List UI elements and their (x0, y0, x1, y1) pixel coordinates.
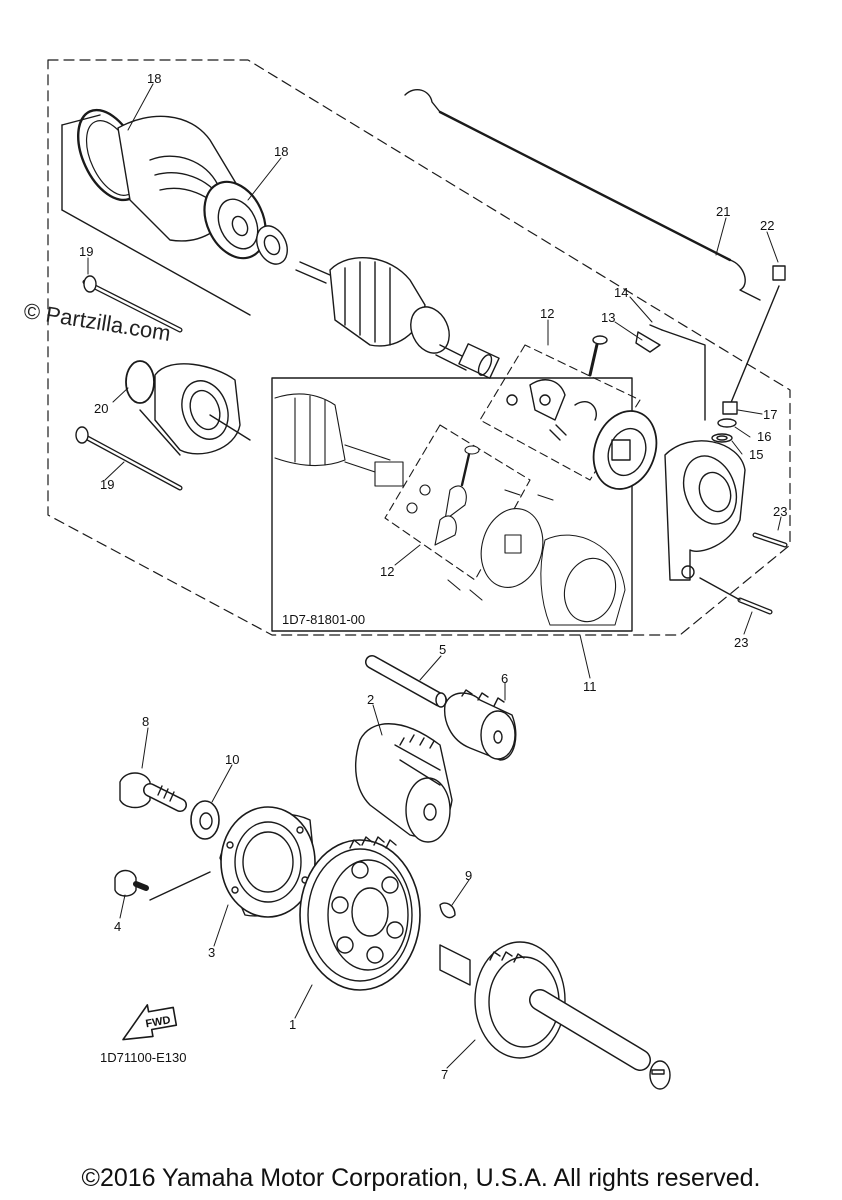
bolt-8-washer-10 (119, 772, 220, 840)
fwd-arrow: FWD (122, 1004, 178, 1041)
copyright-notice: ©2016 Yamaha Motor Corporation, U.S.A. A… (81, 1164, 761, 1192)
rod-and-nut (404, 88, 786, 406)
callout-18a: 18 (147, 71, 162, 86)
callout-21: 21 (716, 204, 731, 219)
callout-10: 10 (225, 752, 240, 767)
inset-part-code: 1D7-81801-00 (282, 612, 366, 627)
callout-23a: 23 (773, 504, 788, 519)
end-cover-group (75, 275, 251, 491)
callout-5: 5 (439, 642, 447, 657)
callout-1: 1 (289, 1017, 297, 1032)
callout-4: 4 (114, 919, 122, 934)
callout-7: 7 (441, 1067, 449, 1082)
callout-2: 2 (367, 692, 375, 707)
callout-18b: 18 (274, 144, 289, 159)
motor-housing (61, 108, 288, 316)
callout-17: 17 (763, 407, 778, 422)
callout-14: 14 (614, 285, 629, 300)
callout-19b: 19 (100, 477, 115, 492)
callout-23b: 23 (734, 635, 749, 650)
callout-12a: 12 (540, 306, 555, 321)
gear-2 (355, 723, 453, 843)
shaft-and-gear-6 (365, 655, 517, 761)
starter-clutch-3 (114, 806, 316, 918)
large-gear-1 (299, 836, 421, 991)
armature (295, 257, 500, 379)
callout-9: 9 (465, 868, 473, 883)
callout-22: 22 (760, 218, 775, 233)
callout-12b: 12 (380, 564, 395, 579)
inset-box (271, 377, 633, 632)
callout-15: 15 (749, 447, 764, 462)
inset-contents (274, 393, 626, 626)
leader-lines (87, 83, 782, 1069)
callout-16: 16 (757, 429, 772, 444)
front-cover (664, 401, 788, 615)
brush-holder (479, 324, 706, 490)
callout-13: 13 (601, 310, 616, 325)
assembly-boundary (47, 59, 791, 636)
shaft-7 (439, 902, 671, 1090)
callout-19a: 19 (79, 244, 94, 259)
callout-20: 20 (94, 401, 109, 416)
callout-11: 11 (583, 679, 597, 694)
callout-6: 6 (501, 671, 509, 686)
diagram-code: 1D71100-E130 (100, 1050, 187, 1065)
callout-8: 8 (142, 714, 150, 729)
callout-3: 3 (208, 945, 216, 960)
svg-text:FWD: FWD (145, 1014, 172, 1030)
